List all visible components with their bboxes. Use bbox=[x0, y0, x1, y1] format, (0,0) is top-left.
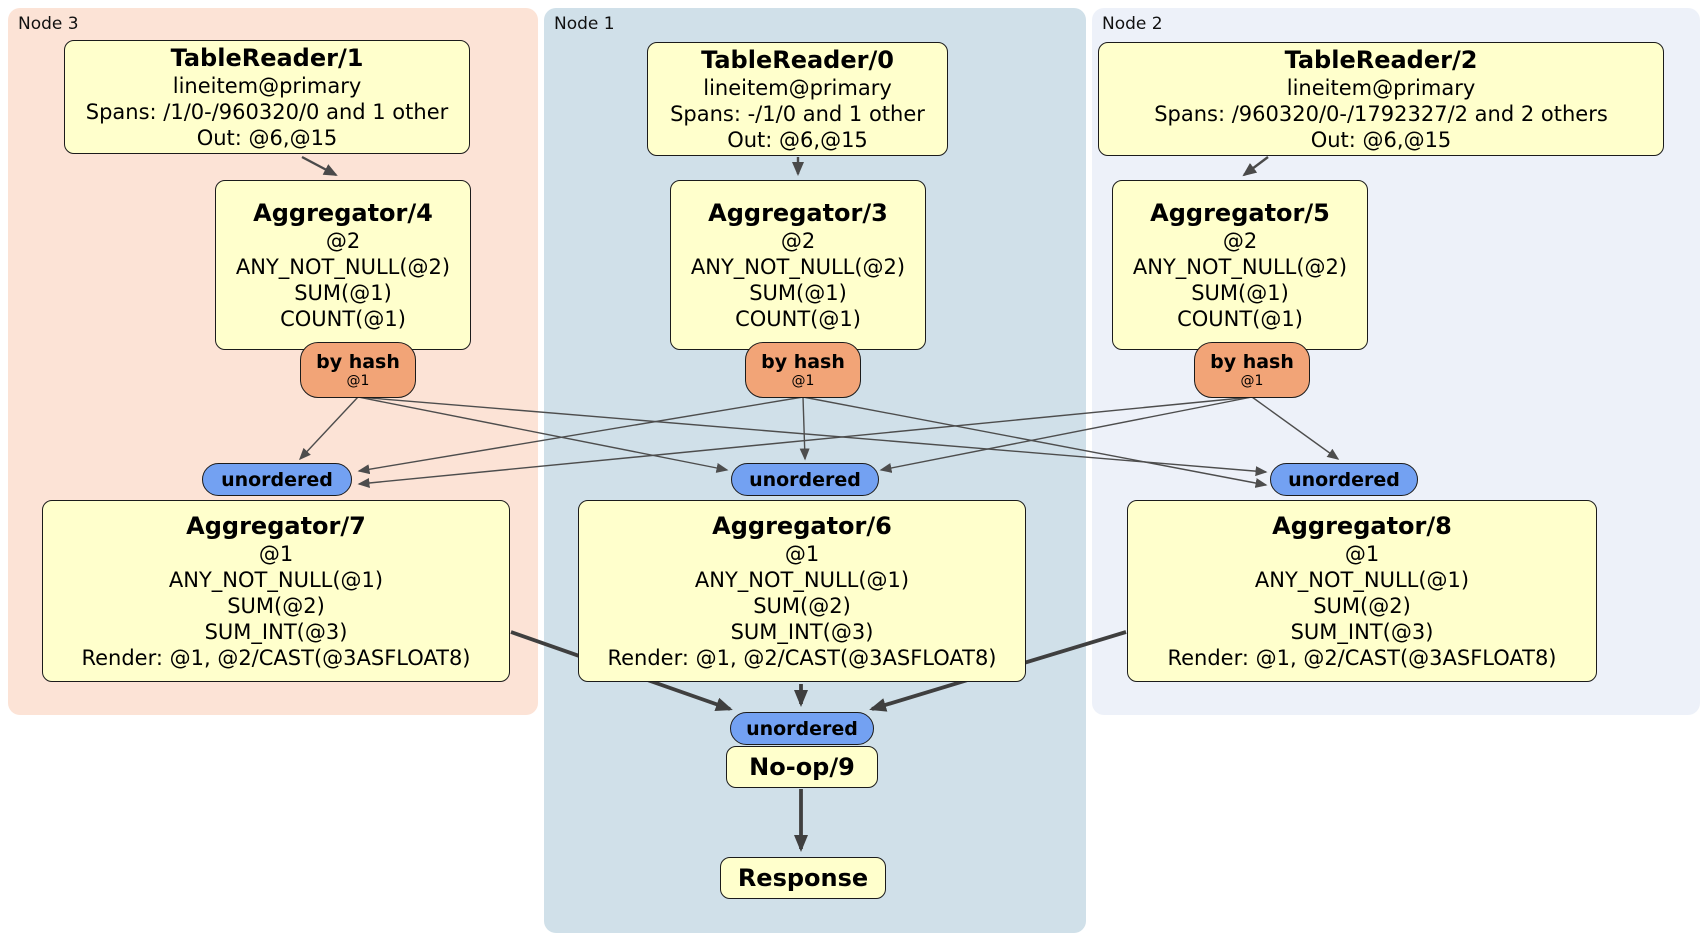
out-line: Out: @6,@15 bbox=[196, 126, 338, 150]
edge-tr2-agg5 bbox=[1242, 156, 1269, 177]
response-box: Response bbox=[720, 857, 886, 899]
router-detail: @1 bbox=[346, 373, 370, 389]
node3-sync-unordered-badge: unordered bbox=[202, 463, 352, 496]
processor-title: Aggregator/6 bbox=[712, 512, 892, 540]
processor-title: Response bbox=[737, 864, 869, 892]
expr-line: COUNT(@1) bbox=[280, 307, 406, 331]
processor-title: Aggregator/8 bbox=[1272, 512, 1452, 540]
edge-router3-sync3 bbox=[298, 396, 359, 461]
node2-table-reader-box: TableReader/2 lineitem@primary Spans: /9… bbox=[1098, 42, 1664, 156]
router-label: by hash bbox=[1210, 351, 1294, 373]
node3-aggregator-bottom-box: Aggregator/7 @1 ANY_NOT_NULL(@1) SUM(@2)… bbox=[42, 500, 510, 682]
processor-title: TableReader/0 bbox=[701, 46, 894, 74]
render-line: Render: @1, @2/CAST(@3ASFLOAT8) bbox=[1167, 646, 1557, 670]
edge-router1-sync3 bbox=[357, 396, 804, 475]
expr-line: ANY_NOT_NULL(@2) bbox=[235, 255, 451, 279]
edge-router1-sync2 bbox=[802, 396, 1268, 488]
edge-router3-sync2 bbox=[357, 396, 1268, 477]
sync-label: unordered bbox=[1288, 468, 1400, 491]
expr-line: SUM_INT(@3) bbox=[730, 620, 874, 644]
spans-line: Spans: /1/0-/960320/0 and 1 other bbox=[85, 100, 449, 124]
sync-label: unordered bbox=[746, 717, 858, 740]
sync-label: unordered bbox=[221, 468, 333, 491]
expr-line: ANY_NOT_NULL(@1) bbox=[168, 568, 384, 592]
spans-line: Spans: -/1/0 and 1 other bbox=[670, 102, 925, 126]
edge-router3-sync1 bbox=[357, 396, 729, 473]
final-sync-unordered-badge: unordered bbox=[730, 712, 874, 745]
node1-aggregator-top-box: Aggregator/3 @2 ANY_NOT_NULL(@2) SUM(@1)… bbox=[670, 180, 926, 350]
expr-line: ANY_NOT_NULL(@1) bbox=[694, 568, 910, 592]
reader-to-aggregator-edges bbox=[301, 155, 1269, 177]
processor-title: Aggregator/3 bbox=[708, 199, 888, 227]
groupby-line: @1 bbox=[784, 542, 820, 566]
node1-aggregator-bottom-box: Aggregator/6 @1 ANY_NOT_NULL(@1) SUM(@2)… bbox=[578, 500, 1026, 682]
index-line: lineitem@primary bbox=[1286, 76, 1476, 100]
node1-router-by-hash-badge: by hash @1 bbox=[745, 342, 861, 398]
router-detail: @1 bbox=[791, 373, 815, 389]
out-line: Out: @6,@15 bbox=[1310, 128, 1452, 152]
expr-line: SUM(@2) bbox=[753, 594, 851, 618]
expr-line: ANY_NOT_NULL(@2) bbox=[690, 255, 906, 279]
router-to-sync-edges bbox=[298, 396, 1340, 488]
processor-title: TableReader/2 bbox=[1284, 46, 1478, 74]
expr-line: SUM(@1) bbox=[294, 281, 392, 305]
node2-aggregator-top-box: Aggregator/5 @2 ANY_NOT_NULL(@2) SUM(@1)… bbox=[1112, 180, 1368, 350]
spans-line: Spans: /960320/0-/1792327/2 and 2 others bbox=[1154, 102, 1608, 126]
noop-box: No-op/9 bbox=[726, 746, 878, 788]
expr-line: SUM(@1) bbox=[749, 281, 847, 305]
router-label: by hash bbox=[761, 351, 845, 373]
expr-line: SUM(@2) bbox=[1313, 594, 1411, 618]
expr-line: COUNT(@1) bbox=[1177, 307, 1303, 331]
node3-router-by-hash-badge: by hash @1 bbox=[300, 342, 416, 398]
node3-aggregator-top-box: Aggregator/4 @2 ANY_NOT_NULL(@2) SUM(@1)… bbox=[215, 180, 471, 350]
out-line: Out: @6,@15 bbox=[727, 128, 868, 152]
node1-sync-unordered-badge: unordered bbox=[731, 463, 879, 496]
node3-region-label: Node 3 bbox=[18, 14, 79, 34]
expr-line: COUNT(@1) bbox=[735, 307, 861, 331]
expr-line: SUM_INT(@3) bbox=[204, 620, 348, 644]
node1-region-label: Node 1 bbox=[554, 14, 615, 34]
processor-title: TableReader/1 bbox=[170, 44, 364, 72]
groupby-line: @2 bbox=[1222, 229, 1258, 253]
edge-router2-sync3 bbox=[357, 396, 1253, 488]
render-line: Render: @1, @2/CAST(@3ASFLOAT8) bbox=[81, 646, 471, 670]
node1-table-reader-box: TableReader/0 lineitem@primary Spans: -/… bbox=[647, 42, 948, 156]
router-label: by hash bbox=[316, 351, 400, 373]
index-line: lineitem@primary bbox=[172, 74, 362, 98]
expr-line: ANY_NOT_NULL(@2) bbox=[1132, 255, 1348, 279]
edge-router2-sync2 bbox=[1251, 396, 1340, 460]
edge-router2-sync1 bbox=[879, 396, 1253, 473]
router-detail: @1 bbox=[1240, 373, 1264, 389]
processor-title: Aggregator/7 bbox=[186, 512, 366, 540]
groupby-line: @2 bbox=[325, 229, 361, 253]
expr-line: SUM(@2) bbox=[227, 594, 325, 618]
processor-title: No-op/9 bbox=[749, 753, 855, 781]
groupby-line: @1 bbox=[258, 542, 294, 566]
groupby-line: @1 bbox=[1344, 542, 1380, 566]
edge-router1-sync1 bbox=[799, 396, 810, 461]
node2-sync-unordered-badge: unordered bbox=[1270, 463, 1418, 496]
index-line: lineitem@primary bbox=[703, 76, 892, 100]
node3-table-reader-box: TableReader/1 lineitem@primary Spans: /1… bbox=[64, 40, 470, 154]
node2-region-label: Node 2 bbox=[1102, 14, 1163, 34]
edge-tr1-agg4 bbox=[301, 155, 338, 177]
render-line: Render: @1, @2/CAST(@3ASFLOAT8) bbox=[607, 646, 997, 670]
expr-line: SUM_INT(@3) bbox=[1290, 620, 1434, 644]
processor-title: Aggregator/4 bbox=[253, 199, 433, 227]
expr-line: ANY_NOT_NULL(@1) bbox=[1254, 568, 1470, 592]
node2-router-by-hash-badge: by hash @1 bbox=[1194, 342, 1310, 398]
sync-label: unordered bbox=[749, 468, 861, 491]
processor-title: Aggregator/5 bbox=[1150, 199, 1330, 227]
expr-line: SUM(@1) bbox=[1191, 281, 1289, 305]
node2-aggregator-bottom-box: Aggregator/8 @1 ANY_NOT_NULL(@1) SUM(@2)… bbox=[1127, 500, 1597, 682]
groupby-line: @2 bbox=[780, 229, 816, 253]
